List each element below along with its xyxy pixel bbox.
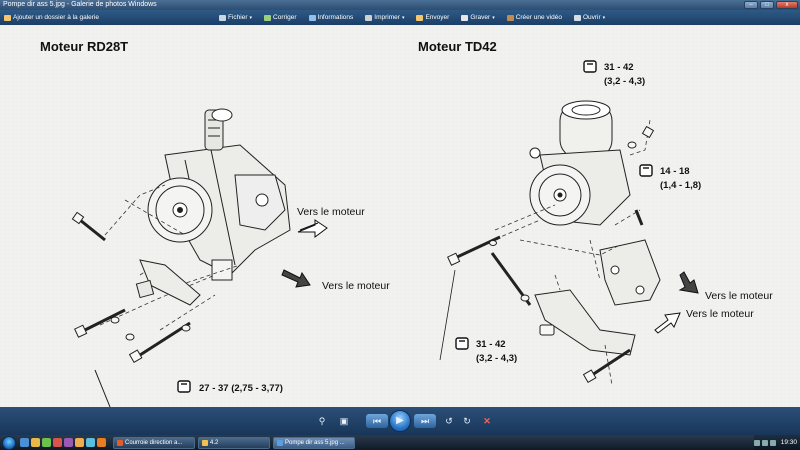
menu-item-0[interactable]: Fichier▾ xyxy=(219,14,252,21)
add-folder-to-gallery-button[interactable]: Ajouter un dossier à la galerie xyxy=(4,14,99,21)
taskbar-tasks: Courroie direction a... 4.2 Pompe dir ass … xyxy=(110,436,355,449)
right-torque-mid-value: 14 - 18 xyxy=(660,166,690,177)
taskbar-task-0[interactable]: Courroie direction a... xyxy=(113,436,195,449)
next-button[interactable]: ⏭ xyxy=(414,414,436,428)
menu-item-icon xyxy=(308,14,316,21)
quicklaunch-icon[interactable] xyxy=(20,438,29,447)
menu-item-icon xyxy=(461,14,469,21)
menu-bar: Ajouter un dossier à la galerie Fichier▾… xyxy=(0,10,800,25)
system-tray: 19:30 xyxy=(753,435,800,450)
left-direction-arrows xyxy=(281,219,328,288)
clock[interactable]: 19:30 xyxy=(780,439,797,446)
left-pump-assembly xyxy=(147,108,291,281)
slideshow-button[interactable]: ▶ xyxy=(389,410,411,432)
viewer-control-bar: ⚲ ▣ ⏮ ▶ ⏭ ↺ ↻ ✕ xyxy=(0,407,800,435)
menu-item-7[interactable]: Ouvrir▾ xyxy=(573,14,606,21)
right-torque-icon-bottom xyxy=(455,337,469,350)
menu-item-2[interactable]: Informations xyxy=(308,14,354,21)
chevron-down-icon: ▾ xyxy=(249,14,253,21)
task-label: Pompe dir ass 5.jpg ... xyxy=(285,439,345,446)
right-direction-arrows xyxy=(654,271,699,334)
left-hardware xyxy=(71,211,201,407)
left-torque-icon xyxy=(177,380,191,393)
close-icon[interactable]: x xyxy=(776,1,798,9)
right-diagram-title: Moteur TD42 xyxy=(418,39,497,54)
quicklaunch-icon[interactable] xyxy=(53,438,62,447)
right-torque-icon-top xyxy=(583,60,597,73)
rotate-right-icon[interactable]: ↻ xyxy=(463,416,471,426)
task-label: 4.2 xyxy=(210,439,219,446)
menu-item-label: Ouvrir xyxy=(582,14,601,21)
menu-item-icon xyxy=(219,14,226,21)
left-arrow2-label: Vers le moteur xyxy=(322,280,390,292)
add-folder-label: Ajouter un dossier à la galerie xyxy=(13,14,99,21)
quicklaunch-icon[interactable] xyxy=(86,438,95,447)
menu-item-label: Corriger xyxy=(273,14,297,21)
right-torque-bottom-value: 31 - 42 xyxy=(476,339,506,350)
quicklaunch-icon[interactable] xyxy=(31,438,40,447)
shield-icon[interactable] xyxy=(769,439,776,446)
quicklaunch-icon[interactable] xyxy=(64,438,73,447)
menu-item-label: Créer une vidéo xyxy=(515,14,562,21)
start-button[interactable] xyxy=(2,435,16,450)
task-app-icon xyxy=(277,439,283,446)
chevron-down-icon: ▾ xyxy=(401,14,405,21)
folder-icon xyxy=(4,14,11,21)
network-icon[interactable] xyxy=(753,439,760,446)
right-torque-bottom-kgm: (3,2 - 4,3) xyxy=(476,353,517,364)
right-torque-top-kgm: (3,2 - 4,3) xyxy=(604,76,645,87)
schematic-image: Moteur RD28T xyxy=(0,25,800,407)
right-torque-mid-kgm: (1,4 - 1,8) xyxy=(660,180,701,191)
menu-item-label: Envoyer xyxy=(425,14,450,21)
menu-item-3[interactable]: Imprimer▾ xyxy=(365,14,404,21)
task-app-icon xyxy=(117,439,123,446)
volume-icon[interactable] xyxy=(761,439,768,446)
menu-item-icon xyxy=(506,14,514,21)
window-title-bar[interactable]: Pompe dir ass 5.jpg - Galerie de photos … xyxy=(0,0,800,10)
fit-window-icon[interactable]: ▣ xyxy=(339,416,349,426)
right-arrow2-label: Vers le moteur xyxy=(686,308,754,320)
quicklaunch-icon[interactable] xyxy=(97,438,106,447)
menu-item-label: Graver xyxy=(470,14,491,21)
taskbar-task-1[interactable]: 4.2 xyxy=(198,436,270,449)
taskbar-task-2[interactable]: Pompe dir ass 5.jpg ... xyxy=(273,436,355,449)
right-pump-assembly xyxy=(529,100,661,356)
menu-item-icon xyxy=(264,14,272,21)
quick-launch xyxy=(20,438,106,447)
menu-item-icon xyxy=(573,14,581,21)
chevron-down-icon: ▾ xyxy=(602,14,606,21)
menu-item-label: Imprimer xyxy=(374,14,400,21)
window-title: Pompe dir ass 5.jpg - Galerie de photos … xyxy=(3,1,157,8)
menu-item-6[interactable]: Créer une vidéo xyxy=(506,14,562,21)
right-torque-top-value: 31 - 42 xyxy=(604,62,634,73)
maximize-icon[interactable]: □ xyxy=(760,1,774,9)
rotate-left-icon[interactable]: ↺ xyxy=(445,416,453,426)
delete-icon[interactable]: ✕ xyxy=(483,416,491,426)
menu-item-label: Informations xyxy=(317,14,354,21)
quicklaunch-icon[interactable] xyxy=(42,438,51,447)
right-torque-icon-mid xyxy=(639,164,653,177)
menu-item-1[interactable]: Corriger xyxy=(264,14,297,21)
right-arrow1-label: Vers le moteur xyxy=(705,290,773,302)
task-app-icon xyxy=(202,439,208,446)
menu-item-icon xyxy=(365,14,373,21)
right-hardware xyxy=(439,125,655,384)
left-arrow1-label: Vers le moteur xyxy=(297,206,365,218)
menu-item-icon xyxy=(416,14,424,21)
menu-item-4[interactable]: Envoyer xyxy=(416,14,449,21)
zoom-icon[interactable]: ⚲ xyxy=(318,416,326,426)
image-viewer[interactable]: Moteur RD28T xyxy=(0,25,800,407)
previous-button[interactable]: ⏮ xyxy=(366,414,388,428)
chevron-down-icon: ▾ xyxy=(492,14,495,21)
left-torque-value: 27 - 37 (2,75 - 3,77) xyxy=(199,383,283,394)
minimize-icon[interactable]: – xyxy=(744,1,758,9)
menu-item-5[interactable]: Graver▾ xyxy=(461,14,495,21)
task-label: Courroie direction a... xyxy=(125,439,183,446)
left-diagram-title: Moteur RD28T xyxy=(40,39,128,54)
quicklaunch-icon[interactable] xyxy=(75,438,84,447)
taskbar: Courroie direction a... 4.2 Pompe dir ass … xyxy=(0,435,800,450)
window-controls: – □ x xyxy=(744,0,798,9)
menu-item-label: Fichier xyxy=(228,14,248,21)
